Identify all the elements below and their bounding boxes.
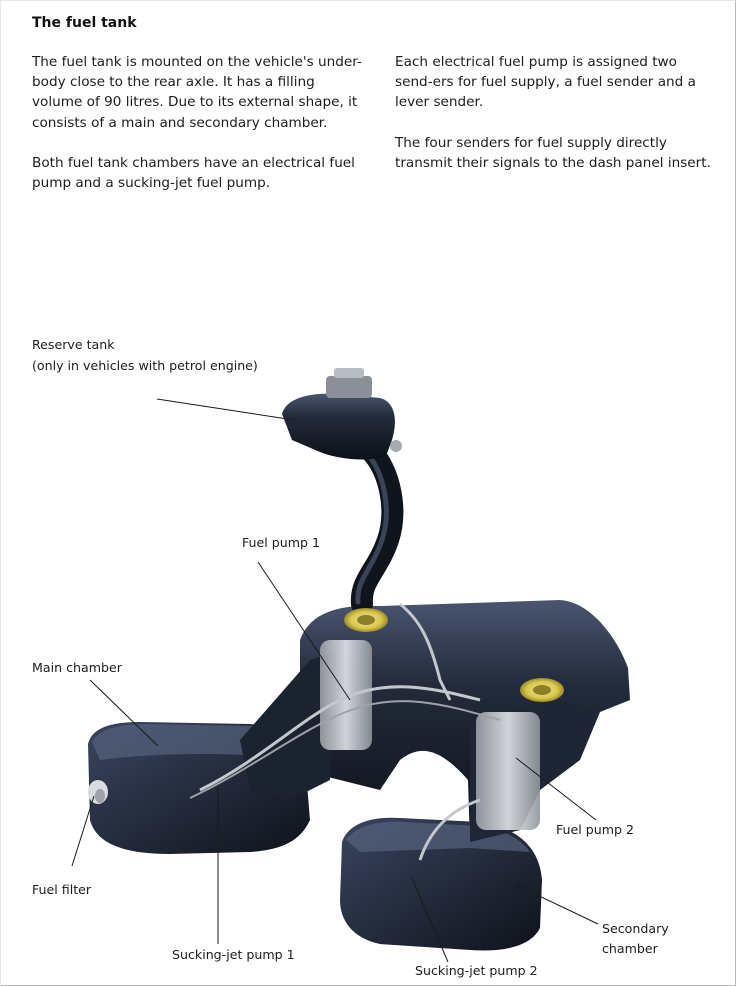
reserve-tank-shape xyxy=(282,393,395,460)
paragraph: The four senders for fuel supply directl… xyxy=(395,134,711,171)
fuel-pump-2-body xyxy=(476,712,540,830)
label-reserve-tank-note: (only in vehicles with petrol engine) xyxy=(32,358,258,373)
page-title: The fuel tank xyxy=(32,15,137,31)
paragraph: Each electrical fuel pump is assigned tw… xyxy=(395,54,696,111)
fuel-line xyxy=(399,602,452,701)
paragraph: The fuel tank is mounted on the vehicle'… xyxy=(32,54,362,131)
text-column-right: Each electrical fuel pump is assigned tw… xyxy=(395,52,717,193)
leader-line-reserve-tank xyxy=(156,398,295,421)
leader-line-fuel-pump-2 xyxy=(515,757,597,821)
label-sucking-jet-pump-2: Sucking-jet pump 2 xyxy=(415,963,538,978)
reserve-tank-valve-cap xyxy=(334,368,364,378)
label-reserve-tank: Reserve tank xyxy=(32,337,115,352)
leader-line-secondary-chamber xyxy=(513,883,599,925)
label-secondary-chamber-line1: Secondary xyxy=(602,921,669,936)
reserve-tank-valve xyxy=(326,376,372,398)
label-main-chamber: Main chamber xyxy=(32,660,122,675)
fuel-filter-shape-shade xyxy=(95,789,105,803)
label-fuel-pump-2: Fuel pump 2 xyxy=(556,822,635,837)
filler-neck-hose xyxy=(350,439,404,615)
text-column-left: The fuel tank is mounted on the vehicle'… xyxy=(32,52,364,214)
label-fuel-pump-1: Fuel pump 1 xyxy=(242,535,321,550)
tank-upper-body xyxy=(300,600,630,842)
reserve-tank-connector xyxy=(390,440,402,452)
label-sucking-jet-pump-1: Sucking-jet pump 1 xyxy=(172,947,295,962)
fuel-line xyxy=(199,685,481,792)
fuel-pump-1-flange-center xyxy=(357,615,375,625)
leader-line-sucking-jet-pump-2 xyxy=(411,877,449,963)
label-secondary-chamber-line2: chamber xyxy=(602,941,658,956)
fuel-line xyxy=(418,798,481,861)
paragraph: Both fuel tank chambers have an electric… xyxy=(32,155,355,192)
fuel-pump-2-flange-center xyxy=(533,685,551,695)
filler-neck-hose-highlight xyxy=(355,449,389,605)
fuel-pump-1-body xyxy=(320,640,372,750)
fuel-line xyxy=(189,700,501,799)
leader-line-fuel-filter xyxy=(71,795,95,867)
leader-line-fuel-pump-1 xyxy=(257,561,351,701)
leader-line-main-chamber xyxy=(89,679,159,747)
label-fuel-filter: Fuel filter xyxy=(32,882,92,897)
tank-bridge xyxy=(240,650,340,800)
